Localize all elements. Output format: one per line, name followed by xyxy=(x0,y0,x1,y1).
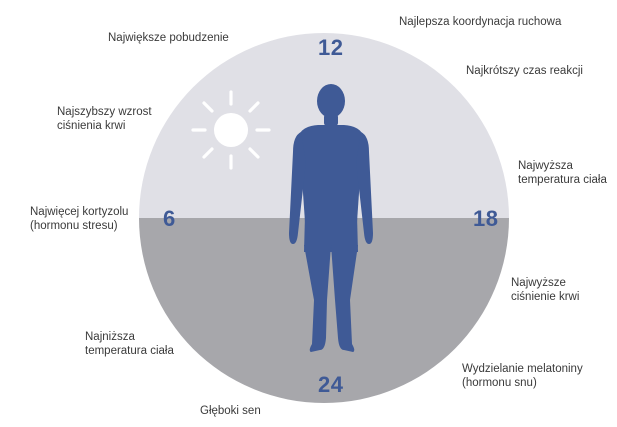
label-melatonin: Wydzielanie melatoniny (hormonu snu) xyxy=(462,362,583,390)
sun-icon xyxy=(193,92,269,168)
label-most-cortisol: Najwięcej kortyzolu (hormonu stresu) xyxy=(30,205,128,233)
label-highest-bp: Najwyższe ciśnienie krwi xyxy=(511,276,579,304)
label-lowest-temperature: Najniższa temperatura ciała xyxy=(85,330,174,358)
hour-6: 6 xyxy=(163,206,176,232)
label-best-coordination: Najlepsza koordynacja ruchowa xyxy=(399,15,561,29)
label-fastest-bp-rise: Najszybszy wzrost ciśnienia krwi xyxy=(57,105,152,133)
label-greatest-alertness: Największe pobudzenie xyxy=(108,31,229,45)
hour-24: 24 xyxy=(318,372,343,398)
label-fastest-reaction: Najkrótszy czas reakcji xyxy=(466,64,583,78)
hour-18: 18 xyxy=(473,206,498,232)
hour-12: 12 xyxy=(318,35,343,61)
label-highest-temperature: Najwyższa temperatura ciała xyxy=(518,159,607,187)
label-deep-sleep: Głęboki sen xyxy=(200,404,261,418)
